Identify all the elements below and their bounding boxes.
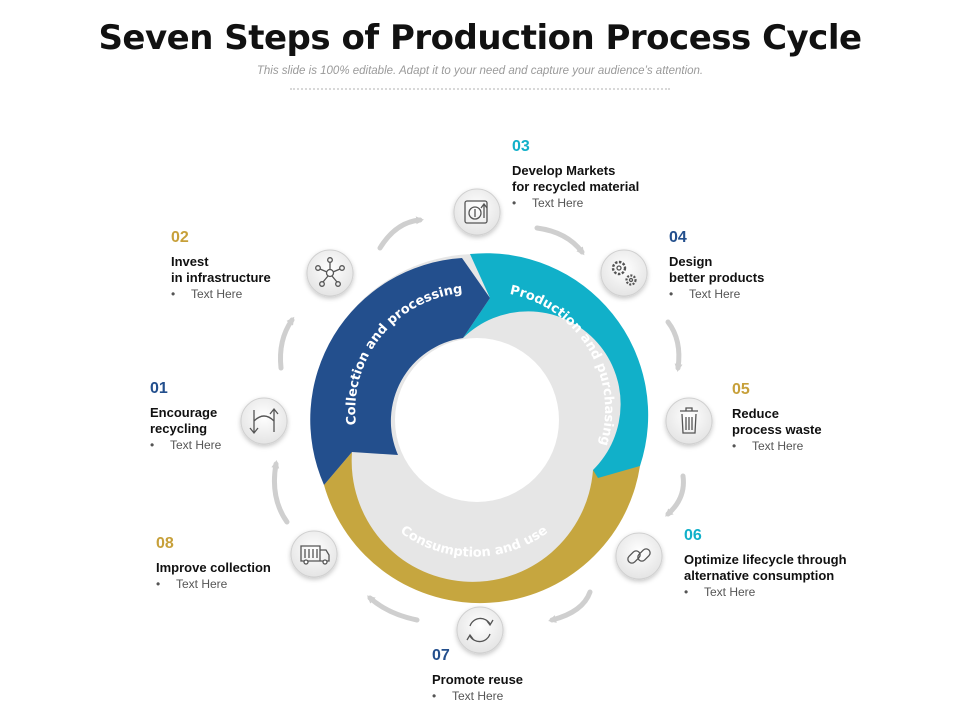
step-01: 01 Encourage recycling Text Here	[150, 380, 221, 452]
step-number: 05	[732, 381, 750, 398]
step-bullet: Text Here	[512, 196, 639, 210]
arrow-01-02	[278, 316, 295, 371]
arrow-05-06	[665, 473, 686, 517]
step-heading: Promote reuse	[432, 672, 524, 687]
step-bullet: Text Here	[171, 287, 271, 301]
step-number: 06	[684, 527, 702, 544]
step-bullet: Text Here	[156, 577, 271, 591]
arrow-06-07	[548, 589, 593, 623]
step-bullet: Text Here	[150, 438, 221, 452]
recycle-arrows-icon	[240, 397, 288, 445]
money-growth-icon	[453, 188, 501, 236]
step-heading: Improve collection	[156, 560, 271, 575]
segment-consumption-and-use	[324, 452, 640, 604]
arrow-04-05	[665, 319, 683, 372]
step-number: 07	[432, 647, 450, 664]
step-number: 04	[669, 229, 687, 246]
trash-bin-icon	[665, 397, 713, 445]
step-08: 08 Improve collection Text Here	[156, 535, 271, 591]
step-heading: Develop Markets for recycled material	[512, 163, 640, 194]
step-number: 01	[150, 380, 168, 397]
ring-center	[395, 338, 559, 502]
arrow-02-03	[377, 216, 424, 251]
step-heading: Optimize lifecycle through alternative c…	[684, 552, 847, 583]
arrow-08-01	[271, 460, 290, 525]
page-title: Seven Steps of Production Process Cycle	[98, 18, 862, 58]
step-05: 05 Reduce process waste Text Here	[732, 381, 822, 453]
step-03: 03 Develop Markets for recycled material…	[512, 138, 639, 210]
refresh-cycle-icon	[456, 606, 504, 654]
step-bullet: Text Here	[684, 585, 847, 599]
title-divider	[290, 88, 670, 90]
step-bullet: Text Here	[432, 689, 523, 703]
arrow-03-04	[534, 225, 585, 256]
page-subtitle: This slide is 100% editable. Adapt it to…	[256, 65, 704, 77]
step-06: 06 Optimize lifecycle through alternativ…	[684, 527, 847, 599]
step-bullet: Text Here	[669, 287, 764, 301]
cycle-arrows	[271, 216, 686, 623]
segment-collection-and-processing	[310, 258, 490, 485]
step-heading: Encourage recycling	[150, 405, 218, 436]
step-bullet: Text Here	[732, 439, 822, 453]
step-02: 02 Invest in infrastructure Text Here	[171, 229, 271, 301]
gears-icon	[600, 249, 648, 297]
step-heading: Reduce process waste	[732, 406, 822, 437]
step-07: 07 Promote reuse Text Here	[432, 647, 523, 703]
step-number: 02	[171, 229, 189, 246]
network-nodes-icon	[306, 249, 354, 297]
step-number: 08	[156, 535, 174, 552]
step-heading: Design better products	[669, 254, 765, 285]
truck-icon	[290, 530, 338, 578]
segment-production-and-purchasing	[463, 253, 649, 478]
arrow-07-08	[367, 595, 420, 623]
step-heading: Invest in infrastructure	[171, 254, 271, 285]
step-04: 04 Design better products Text Here	[669, 229, 764, 301]
chain-link-icon	[615, 532, 663, 580]
step-number: 03	[512, 138, 530, 155]
